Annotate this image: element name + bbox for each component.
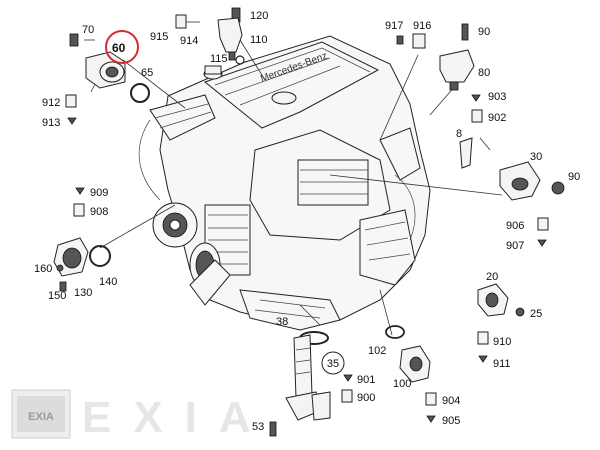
label-913: 913 <box>42 117 60 129</box>
connector-icon <box>341 389 353 403</box>
group-top-sensor: 120 915 914 110 115 <box>150 7 268 65</box>
label-8: 8 <box>456 128 462 140</box>
group-lower-right-sensor: 20 25 910 911 <box>477 271 542 370</box>
pin-icon <box>67 117 77 125</box>
connector-icon <box>65 94 77 108</box>
group-right-sensor: 917 916 90 80 <box>385 20 490 91</box>
connector-icon <box>537 217 549 231</box>
label-916: 916 <box>413 20 431 32</box>
label-90b: 90 <box>568 171 580 183</box>
label-909: 909 <box>90 187 108 199</box>
label-912: 912 <box>42 97 60 109</box>
label-38: 38 <box>276 316 288 328</box>
watermark-text: EXIA <box>82 393 273 442</box>
label-917: 917 <box>385 20 403 32</box>
label-140: 140 <box>99 276 117 288</box>
pin-icon <box>343 374 353 382</box>
connector-icon <box>175 14 187 29</box>
label-901: 901 <box>357 374 375 386</box>
connector-icon <box>471 109 483 123</box>
bolt-icon <box>515 307 525 317</box>
bolt-icon <box>59 281 67 292</box>
connector-icon <box>412 33 426 49</box>
washer-icon <box>551 181 565 195</box>
label-130: 130 <box>74 287 92 299</box>
label-911: 911 <box>493 358 511 370</box>
label-115: 115 <box>210 53 228 65</box>
pin-icon <box>478 355 488 363</box>
label-900: 900 <box>357 392 375 404</box>
seal-icon <box>235 55 245 65</box>
pin-icon <box>471 94 481 102</box>
label-160: 160 <box>34 263 52 275</box>
bolt-icon <box>69 33 79 47</box>
label-903: 903 <box>488 91 506 103</box>
group-temp-sensor: 100 904 905 <box>393 345 460 427</box>
pin-icon <box>537 239 547 247</box>
label-25: 25 <box>530 308 542 320</box>
connector-icon <box>73 203 85 217</box>
label-100: 100 <box>393 378 411 390</box>
group-camshaft-sensor: 70 60 65 912 913 <box>42 24 153 129</box>
group-knock-sensor: 903 902 8 30 90 906 907 <box>456 91 580 252</box>
label-65: 65 <box>141 67 153 79</box>
watermark-logo: EXIA <box>28 411 54 423</box>
label-908: 908 <box>90 206 108 218</box>
label-20: 20 <box>486 271 498 283</box>
engine-assembly: Mercedes-Benz <box>138 35 431 331</box>
label-30: 30 <box>530 151 542 163</box>
watermark: EXIA EXIA <box>11 389 273 442</box>
label-902: 902 <box>488 112 506 124</box>
label-70: 70 <box>82 24 94 36</box>
group-crank-sensor: 909 908 160 150 130 140 <box>34 187 117 302</box>
highlight-circle <box>105 30 139 64</box>
oring-icon <box>89 245 111 267</box>
oring-icon <box>130 83 150 103</box>
label-120: 120 <box>250 10 268 22</box>
label-53: 53 <box>252 421 264 433</box>
label-90: 90 <box>478 26 490 38</box>
callout-circle <box>321 351 345 375</box>
label-80: 80 <box>478 67 490 79</box>
label-915: 915 <box>150 31 168 43</box>
pin-icon <box>396 35 404 45</box>
bolt-icon <box>269 421 277 437</box>
label-906: 906 <box>506 220 524 232</box>
label-60: 60 <box>112 41 126 55</box>
oring-icon <box>385 325 405 339</box>
label-905: 905 <box>442 415 460 427</box>
connector-icon <box>425 392 437 406</box>
label-102: 102 <box>368 345 386 357</box>
label-914: 914 <box>180 35 198 47</box>
label-110: 110 <box>250 34 268 46</box>
label-35: 35 <box>327 358 339 370</box>
label-907: 907 <box>506 240 524 252</box>
label-910: 910 <box>493 336 511 348</box>
bolt-icon <box>461 23 469 41</box>
pin-icon <box>75 187 85 195</box>
connector-icon <box>477 331 489 345</box>
label-904: 904 <box>442 395 460 407</box>
group-ignition-coil: 38 35 53 901 900 102 <box>252 316 405 437</box>
pin-icon <box>426 415 436 423</box>
label-150: 150 <box>48 290 66 302</box>
